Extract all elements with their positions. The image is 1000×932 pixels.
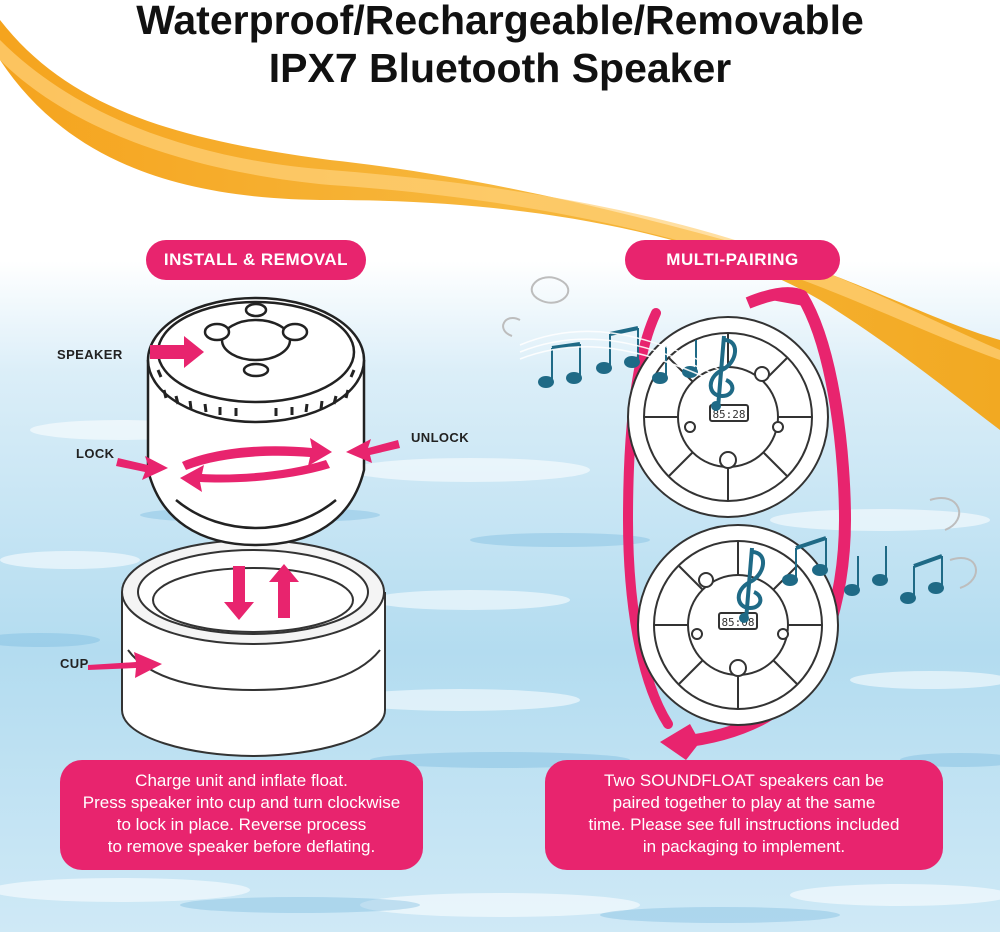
speaker-grill xyxy=(156,369,356,416)
unlock-label: UNLOCK xyxy=(411,430,470,445)
speaker-pointer-arrow xyxy=(150,336,204,368)
install-caption-line: to remove speaker before deflating. xyxy=(107,837,376,856)
lock-pointer-arrow xyxy=(116,456,168,480)
music-note-icon-bottom xyxy=(782,536,944,604)
treble-clef-icon xyxy=(708,335,737,411)
page-title-line-2: IPX7 Bluetooth Speaker xyxy=(268,45,732,91)
clockwise-arrow xyxy=(182,438,332,470)
water-ripples xyxy=(0,420,1000,917)
multi-caption-line: paired together to play at the same xyxy=(612,793,876,812)
multi-pairing-heading: MULTI-PAIRING xyxy=(625,240,840,280)
multi-pairing-caption: Two SOUNDFLOAT speakers can be paired to… xyxy=(545,760,943,870)
multi-caption-line: Two SOUNDFLOAT speakers can be xyxy=(604,771,884,790)
swirl-decoration xyxy=(502,276,977,589)
arrow-icon xyxy=(88,336,400,678)
install-caption-line: Charge unit and inflate float. xyxy=(135,771,348,790)
cup-icon xyxy=(121,539,386,758)
counterclockwise-arrow xyxy=(180,460,330,492)
speaker-label: SPEAKER xyxy=(57,347,123,362)
install-caption-line: to lock in place. Reverse process xyxy=(116,815,367,834)
cup-pointer-arrow xyxy=(88,652,162,678)
up-arrow xyxy=(269,564,299,618)
lock-label: LOCK xyxy=(76,446,115,461)
page-title-line-1: Waterproof/Rechargeable/Removable xyxy=(136,0,864,43)
display-top: 85:28 xyxy=(712,408,745,421)
display-bottom: 85:08 xyxy=(721,616,754,629)
speaker-icon-bottom xyxy=(637,524,839,726)
arrow-icon xyxy=(622,287,852,760)
down-arrow xyxy=(224,566,254,620)
install-caption-line: Press speaker into cup and turn clockwis… xyxy=(82,793,401,812)
orange-swoosh-highlight xyxy=(0,40,1000,360)
cup-label: CUP xyxy=(60,656,89,671)
multi-caption-line: time. Please see full instructions inclu… xyxy=(588,815,900,834)
treble-clef-icon-bottom xyxy=(736,547,765,623)
install-caption: Charge unit and inflate float. Press spe… xyxy=(60,760,423,870)
install-removal-heading: INSTALL & REMOVAL xyxy=(146,240,366,280)
staff-lines xyxy=(519,330,721,385)
multi-caption-line: in packaging to implement. xyxy=(642,837,846,856)
unlock-pointer-arrow xyxy=(346,439,400,463)
